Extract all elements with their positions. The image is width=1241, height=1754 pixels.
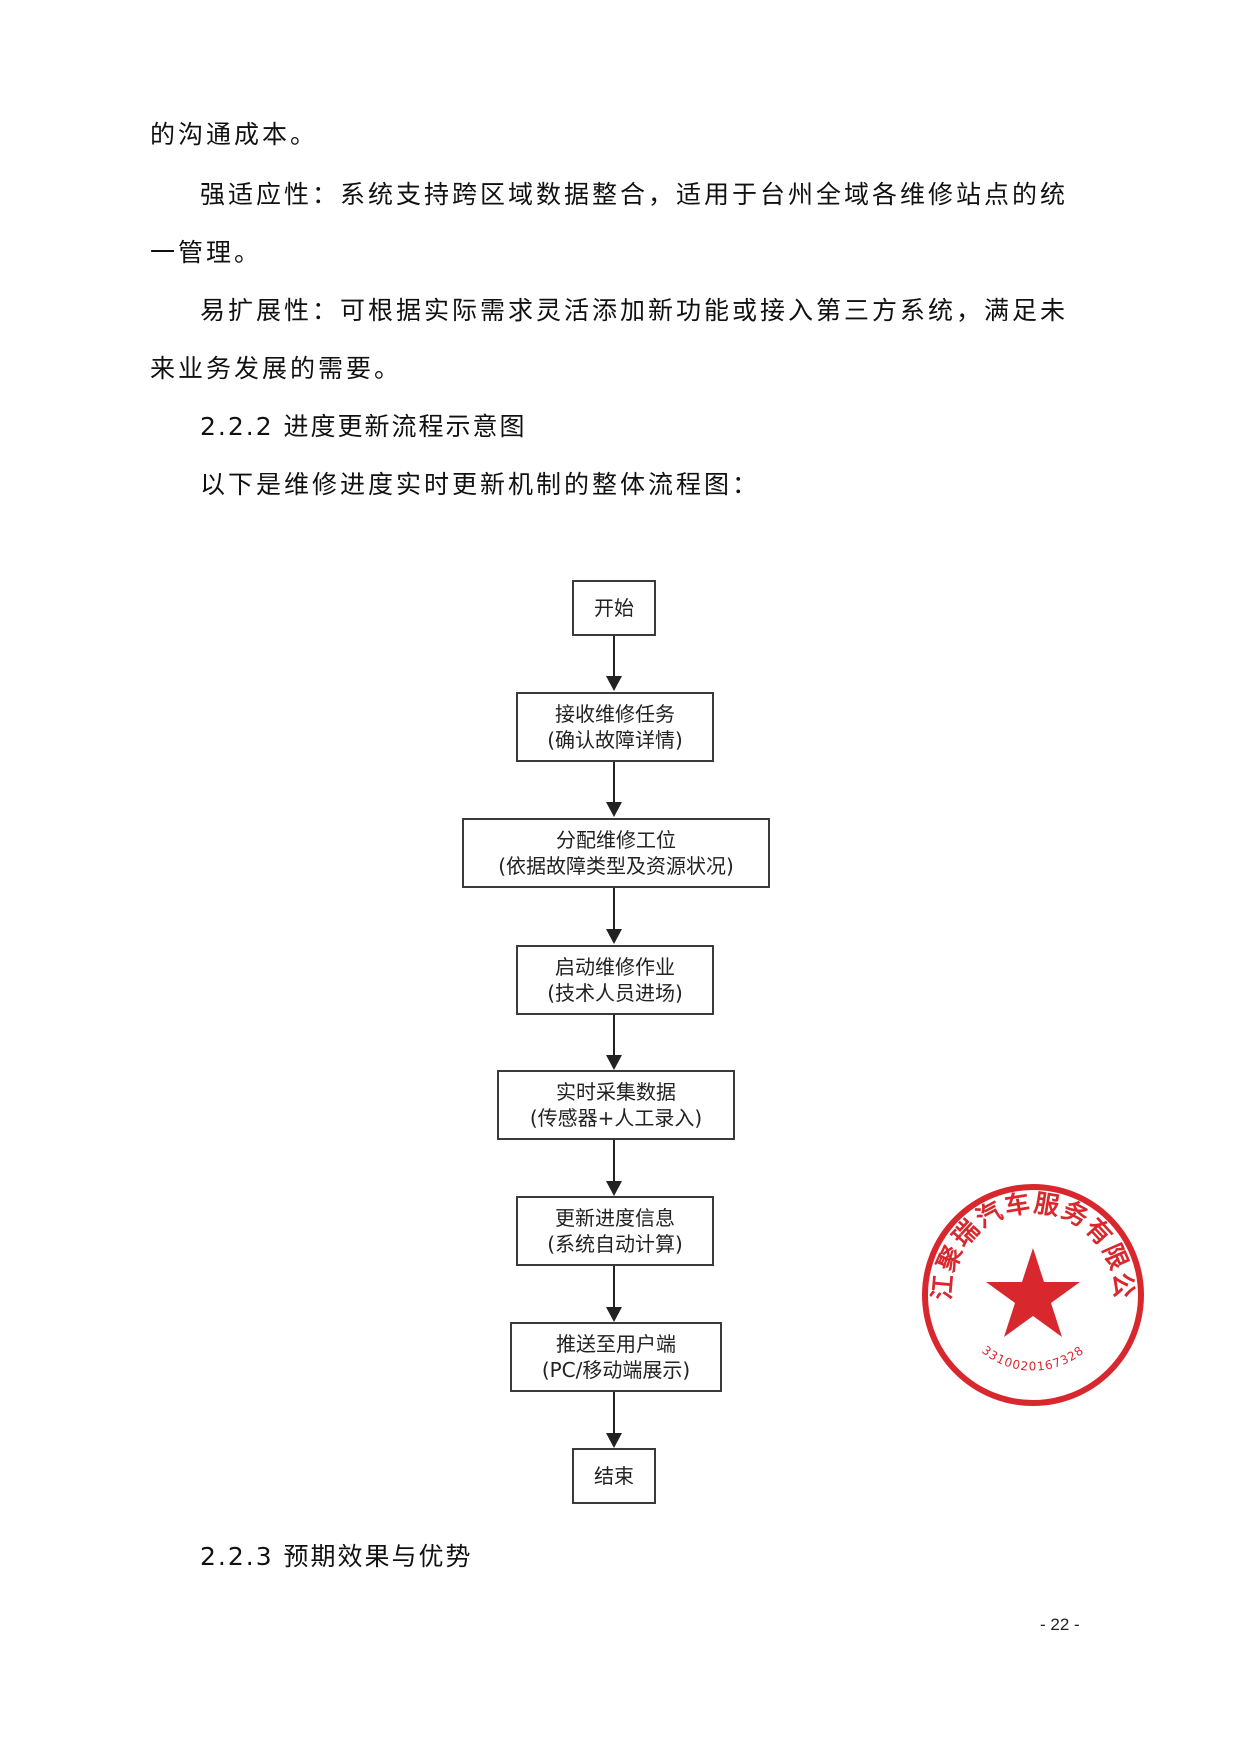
flow-step-start: 开始 xyxy=(572,580,656,636)
flow-step-assign-station: 分配维修工位 (依据故障类型及资源状况) xyxy=(462,818,770,888)
flow-arrow xyxy=(613,1140,615,1181)
arrowhead xyxy=(606,802,622,817)
flow-step-note: (依据故障类型及资源状况) xyxy=(498,854,734,878)
arrowhead xyxy=(606,1307,622,1322)
flow-step-note: (确认故障详情) xyxy=(547,728,683,752)
flow-step-title: 实时采集数据 xyxy=(556,1080,676,1104)
seal-star-icon xyxy=(986,1248,1080,1337)
flow-step-end: 结束 xyxy=(572,1448,656,1504)
arrowhead xyxy=(606,1055,622,1070)
paragraph-adaptability-cont: 一管理。 xyxy=(150,238,263,267)
flow-step-collect-data: 实时采集数据 (传感器+人工录入) xyxy=(497,1070,735,1140)
paragraph-adaptability: 强适应性：系统支持跨区域数据整合，适用于台州全域各维修站点的统 xyxy=(200,180,1069,209)
flow-step-title: 结束 xyxy=(594,1464,634,1488)
arrowhead xyxy=(606,1181,622,1196)
flow-step-update-progress: 更新进度信息 (系统自动计算) xyxy=(516,1196,714,1266)
flow-step-title: 更新进度信息 xyxy=(555,1206,675,1230)
flow-step-title: 推送至用户端 xyxy=(556,1332,676,1356)
flow-step-push-to-user: 推送至用户端 (PC/移动端展示) xyxy=(510,1322,722,1392)
flow-arrow xyxy=(613,1015,615,1055)
flow-step-title: 分配维修工位 xyxy=(556,828,676,852)
arrowhead xyxy=(606,1433,622,1448)
flow-step-note: (PC/移动端展示) xyxy=(541,1358,691,1382)
flow-arrow xyxy=(613,1266,615,1307)
flow-arrow xyxy=(613,762,615,802)
flow-arrow xyxy=(613,1392,615,1433)
paragraph-extensibility-cont: 来业务发展的需要。 xyxy=(150,354,403,383)
company-seal: 浙江聚瑞汽车服务有限公司 3310020167328 xyxy=(904,1157,1148,1410)
section-heading-222: 2.2.2 进度更新流程示意图 xyxy=(200,412,527,441)
flow-step-title: 开始 xyxy=(594,596,634,620)
flow-arrow xyxy=(613,888,615,929)
page-number: - 22 - xyxy=(1040,1615,1080,1634)
arrowhead xyxy=(606,676,622,691)
flow-step-note: (系统自动计算) xyxy=(547,1232,683,1256)
flow-step-title: 接收维修任务 xyxy=(555,702,675,726)
section-heading-223: 2.2.3 预期效果与优势 xyxy=(200,1542,473,1571)
paragraph-extensibility: 易扩展性：可根据实际需求灵活添加新功能或接入第三方系统，满足未 xyxy=(200,296,1069,325)
flow-step-note: (技术人员进场) xyxy=(547,981,683,1005)
flow-step-note: (传感器+人工录入) xyxy=(529,1106,703,1130)
flow-step-receive-task: 接收维修任务 (确认故障详情) xyxy=(516,692,714,762)
flow-step-start-repair: 启动维修作业 (技术人员进场) xyxy=(516,945,714,1015)
seal-graphic: 浙江聚瑞汽车服务有限公司 3310020167328 xyxy=(904,1157,1144,1406)
seal-code-text: 3310020167328 xyxy=(979,1343,1086,1374)
arrowhead xyxy=(606,929,622,944)
paragraph-continuation: 的沟通成本。 xyxy=(150,120,319,149)
flow-step-title: 启动维修作业 xyxy=(555,955,675,979)
seal-outer-ring xyxy=(922,1184,1144,1406)
flowchart-intro: 以下是维修进度实时更新机制的整体流程图： xyxy=(200,470,761,499)
seal-code-path: 3310020167328 xyxy=(979,1343,1085,1374)
flow-arrow xyxy=(613,636,615,676)
